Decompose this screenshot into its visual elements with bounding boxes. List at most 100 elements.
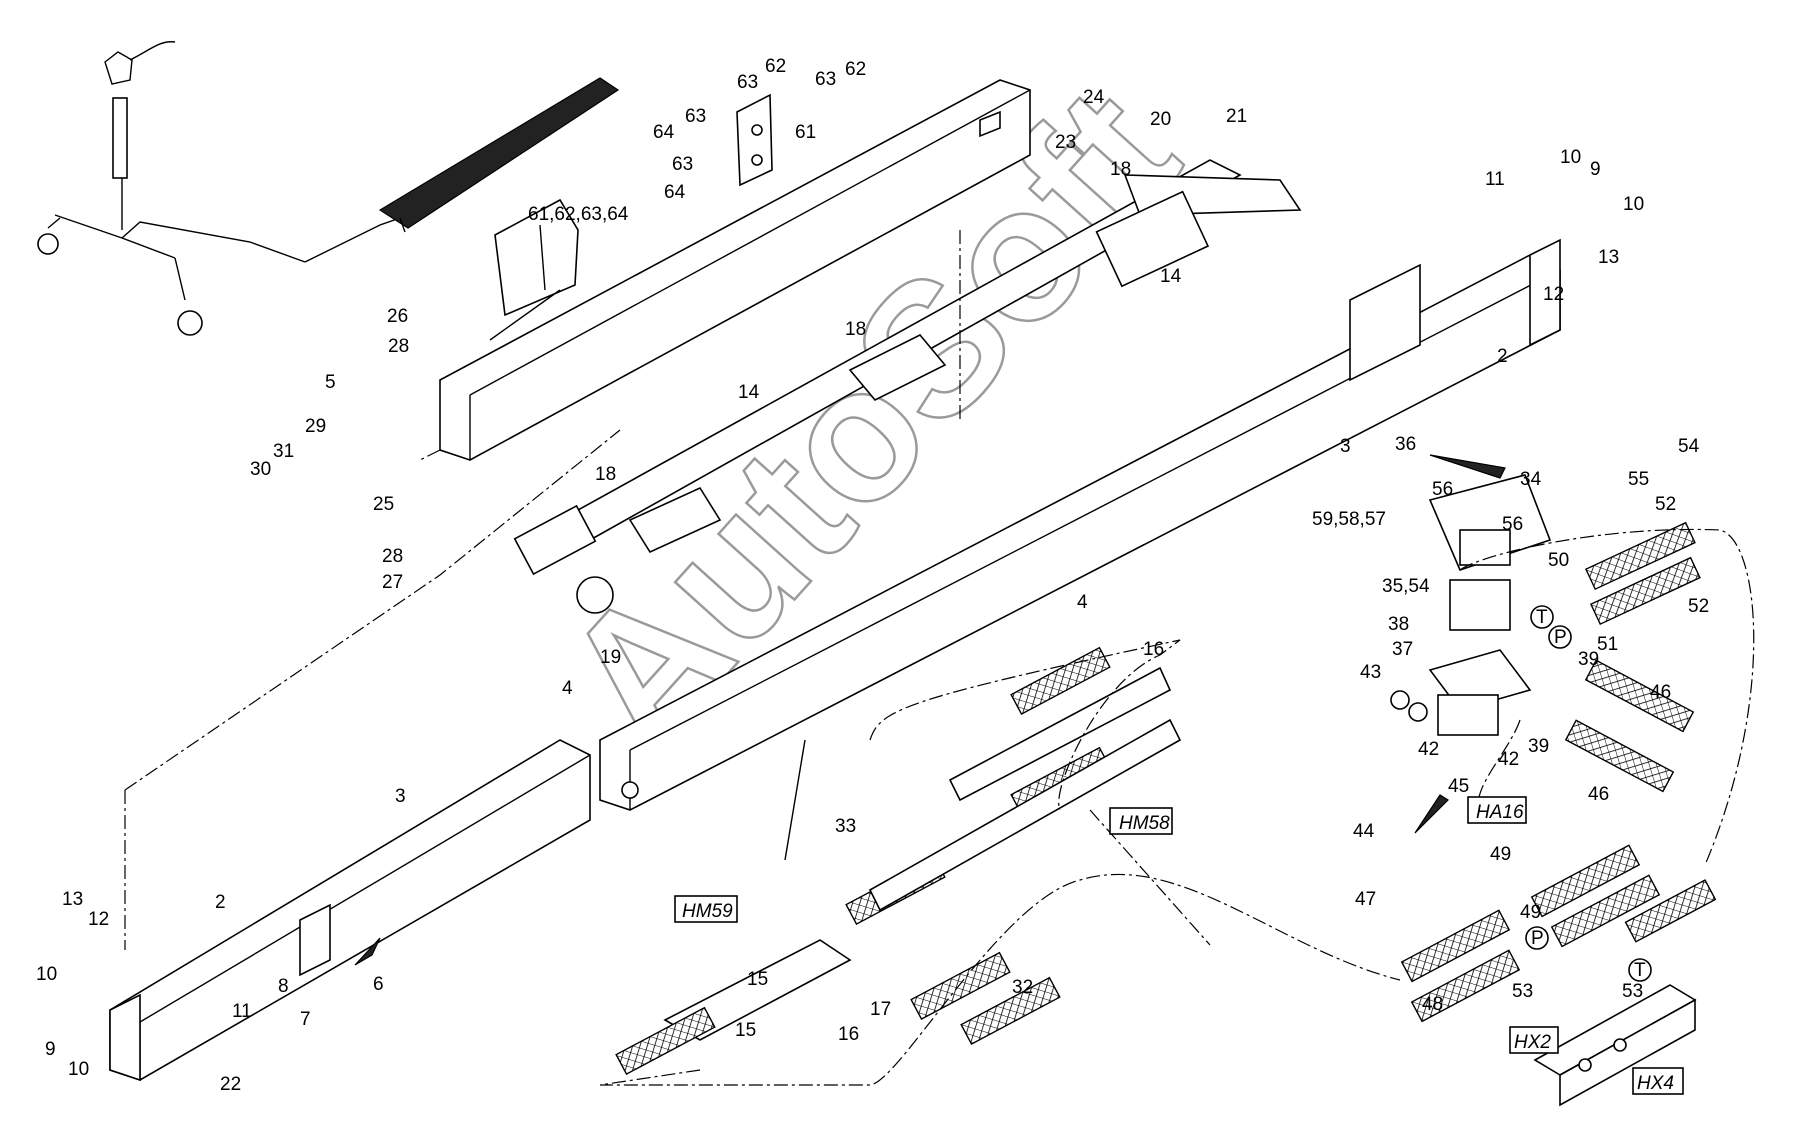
callout: 59,58,57 <box>1312 509 1386 530</box>
callout: 6 <box>373 974 384 995</box>
callout: 27 <box>382 572 403 593</box>
callout: 46 <box>1650 682 1671 703</box>
callout: 35,54 <box>1382 576 1430 597</box>
callout: 13 <box>62 889 83 910</box>
svg-text:P: P <box>1554 627 1567 648</box>
callout: 10 <box>1623 194 1644 215</box>
callout: 38 <box>1388 614 1409 635</box>
svg-text:T: T <box>1536 607 1548 628</box>
callout: 46 <box>1588 784 1609 805</box>
callout: 4 <box>1077 592 1088 613</box>
callout: 10 <box>68 1059 89 1080</box>
callout: 63 <box>685 106 706 127</box>
callout: 55 <box>1628 469 1649 490</box>
callout: 22 <box>220 1074 241 1095</box>
callout: 62 <box>765 56 786 77</box>
callout: 34 <box>1520 469 1542 490</box>
callout: 2 <box>1497 346 1508 367</box>
port-markers: T P P T <box>1525 605 1652 982</box>
callout: 7 <box>300 1009 311 1030</box>
callout: 2 <box>215 892 226 913</box>
callout: 14 <box>738 382 760 403</box>
callout: 43 <box>1360 662 1381 683</box>
callout: 61,62,63,64 <box>528 204 629 225</box>
callout: 3 <box>1340 436 1351 457</box>
callout: 64 <box>664 182 686 203</box>
callout: 24 <box>1083 87 1105 108</box>
callout: 29 <box>305 416 326 437</box>
callout: 50 <box>1548 550 1569 571</box>
callout: 8 <box>278 976 289 997</box>
callout: 64 <box>653 122 675 143</box>
callout: 3 <box>395 786 406 807</box>
callout: 18 <box>845 319 866 340</box>
svg-text:P: P <box>1531 928 1544 949</box>
callout: 56 <box>1432 479 1453 500</box>
callout: 28 <box>388 336 409 357</box>
callout: 61 <box>795 122 816 143</box>
callout: 11 <box>1485 169 1505 190</box>
callout: 15 <box>747 969 768 990</box>
callout: 26 <box>387 306 408 327</box>
callout: 25 <box>373 494 394 515</box>
callout-arrows <box>354 454 1506 966</box>
label-box-hm59: HM59 <box>674 895 738 923</box>
callout: 18 <box>1110 159 1131 180</box>
machine-overview-illustration <box>37 41 620 336</box>
label-box-hx4: HX4 <box>1632 1067 1684 1095</box>
callout: 39 <box>1528 736 1549 757</box>
callout: 15 <box>735 1020 756 1041</box>
callout: 16 <box>1143 639 1164 660</box>
callout: 21 <box>1226 106 1247 127</box>
callout: 63 <box>737 72 758 93</box>
callout: 12 <box>1543 284 1564 305</box>
callout: 54 <box>1678 436 1700 457</box>
label-box-hx2: HX2 <box>1509 1026 1559 1054</box>
svg-text:HM58: HM58 <box>1119 813 1170 834</box>
callout: 56 <box>1502 514 1523 535</box>
callout: 9 <box>45 1039 56 1060</box>
callout: 33 <box>835 816 856 837</box>
callout: 9 <box>1590 159 1601 180</box>
callout: 63 <box>815 69 836 90</box>
callout: 10 <box>36 964 57 985</box>
svg-text:HA16: HA16 <box>1476 802 1524 823</box>
callout: 14 <box>1160 266 1182 287</box>
svg-text:HX2: HX2 <box>1514 1032 1551 1053</box>
callout: 10 <box>1560 147 1581 168</box>
callout: 49 <box>1520 902 1541 923</box>
callout: 42 <box>1498 749 1519 770</box>
callout: 62 <box>845 59 866 80</box>
callout: 4 <box>562 678 573 699</box>
lower-boom-tube <box>109 739 639 1082</box>
callout: 39 <box>1578 649 1599 670</box>
mounting-plate-61-64 <box>489 93 773 341</box>
callout: 47 <box>1355 889 1376 910</box>
callout: 16 <box>838 1024 859 1045</box>
callout: 51 <box>1597 634 1618 655</box>
valve-assembly <box>1390 474 1552 736</box>
callout-labels: 61,62,63,64 62 62 63 63 63 63 64 64 61 2… <box>36 56 1709 1095</box>
callout: 32 <box>1012 977 1033 998</box>
callout: 53 <box>1512 981 1533 1002</box>
callout: 20 <box>1150 109 1171 130</box>
label-box-ha16: HA16 <box>1467 796 1527 824</box>
svg-text:HM59: HM59 <box>682 901 733 922</box>
callout: 52 <box>1688 596 1709 617</box>
callout: 42 <box>1418 739 1439 760</box>
callout: 30 <box>250 459 271 480</box>
callout: 53 <box>1622 981 1643 1002</box>
callout: 28 <box>382 546 403 567</box>
callout: 5 <box>325 372 336 393</box>
callout: 23 <box>1055 132 1076 153</box>
callout: 12 <box>88 909 109 930</box>
callout: 63 <box>672 154 693 175</box>
callout: 19 <box>600 647 621 668</box>
cylinder-assembly-upper <box>513 159 1302 614</box>
callout: 44 <box>1353 821 1375 842</box>
callout: 49 <box>1490 844 1511 865</box>
callout: 18 <box>595 464 616 485</box>
svg-text:T: T <box>1634 960 1646 981</box>
hydraulic-hoses-right <box>1400 521 1717 1107</box>
